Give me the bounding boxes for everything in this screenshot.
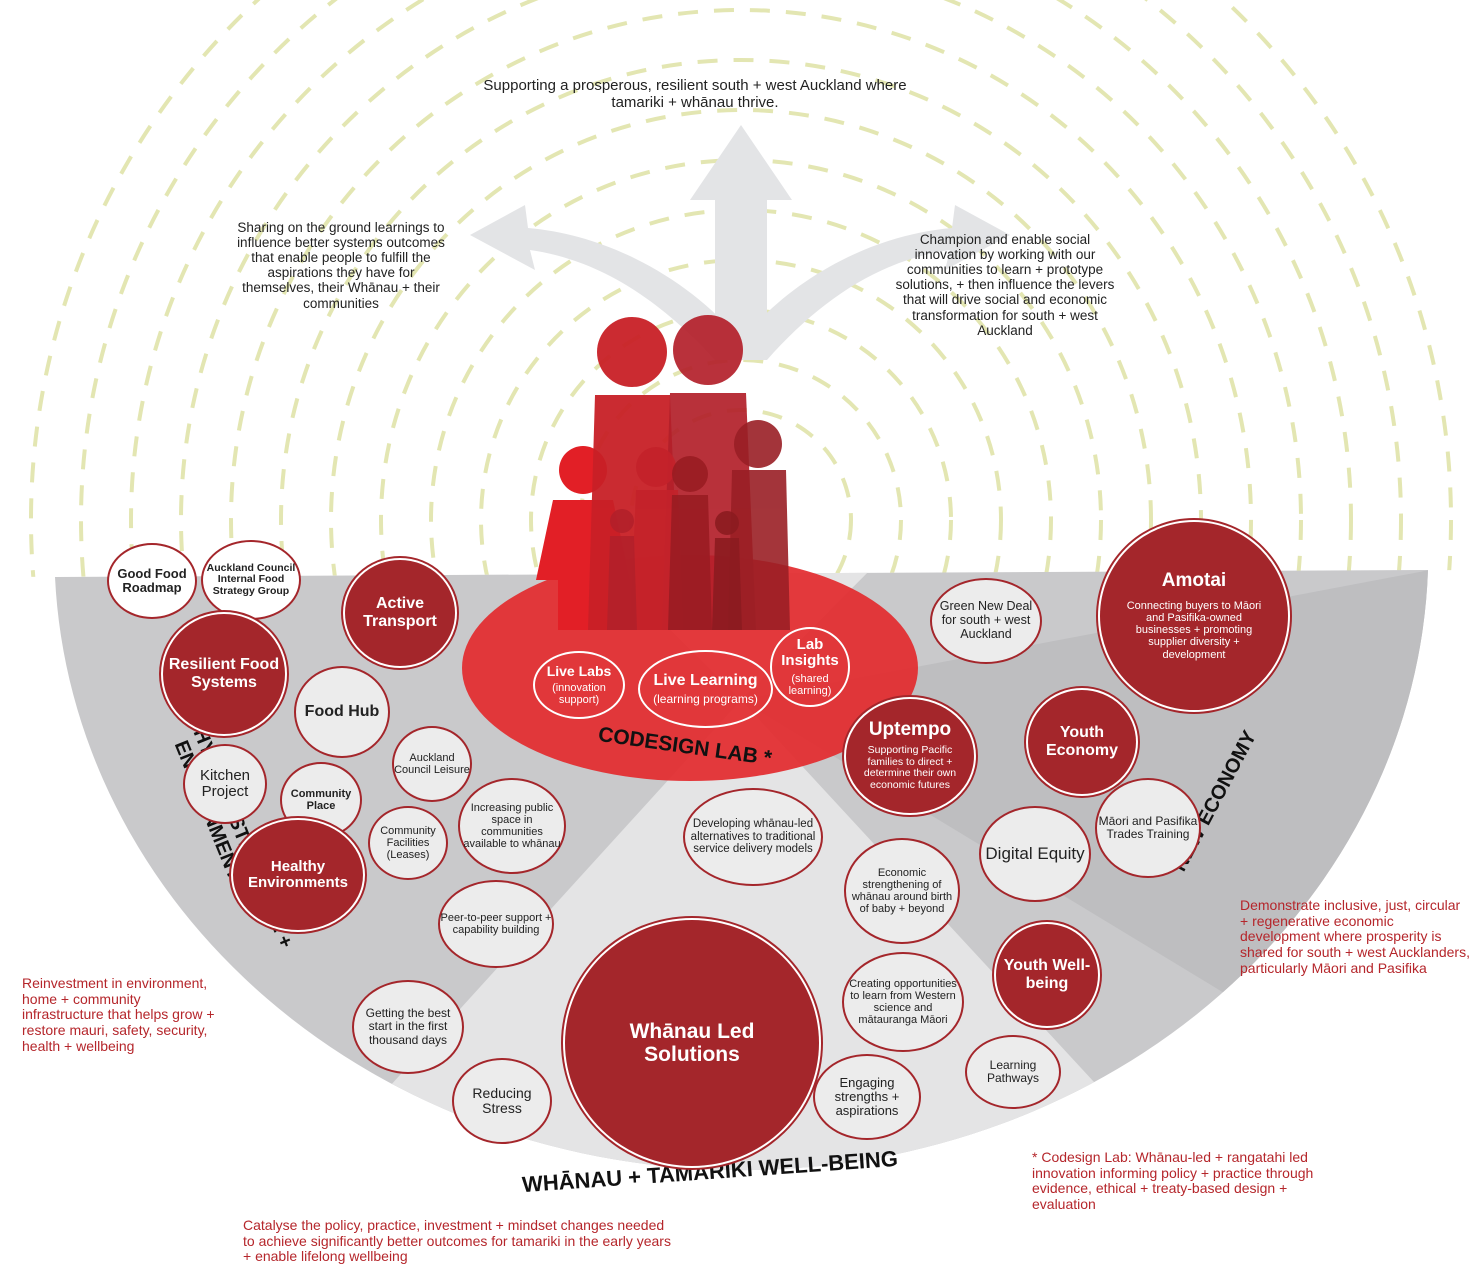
kitchen-project-circle[interactable]: Kitchen Project	[183, 744, 267, 824]
kitchen-project-label: Kitchen Project	[199, 766, 251, 800]
public-space-label: Increasing public space in communities a…	[463, 801, 561, 851]
live-labs-circle[interactable]: Live Labs (innovation support)	[533, 651, 625, 719]
ac-leisure-label: Auckland Council Leisure	[394, 751, 470, 776]
uptempo-sub: Supporting Pacific families to direct + …	[863, 744, 957, 791]
top-goal-text: Supporting a prosperous, resilient south…	[483, 77, 907, 111]
good-food-roadmap-label: Good Food Roadmap	[117, 565, 187, 595]
learning-pathways-circle[interactable]: Learning Pathways	[965, 1035, 1061, 1109]
amotai-circle[interactable]: Amotai Connecting buyers to Māori and Pa…	[1100, 522, 1288, 710]
live-learning-title: Live Learning	[653, 672, 758, 690]
live-labs-title: Live Labs	[546, 662, 612, 679]
food-hub-circle[interactable]: Food Hub	[294, 666, 390, 758]
active-transport-label: Active Transport	[363, 595, 437, 630]
digital-equity-circle[interactable]: Digital Equity	[979, 806, 1091, 902]
reducing-stress-circle[interactable]: Reducing Stress	[452, 1058, 552, 1144]
best-start-circle[interactable]: Getting the best start in the first thou…	[352, 980, 464, 1074]
peer-support-circle[interactable]: Peer-to-peer support + capability buildi…	[438, 880, 554, 968]
resilient-food-systems-label: Resilient Food Systems	[168, 656, 280, 691]
lab-insights-sub: (shared learning)	[788, 672, 832, 697]
amotai-sub: Connecting buyers to Māori and Pasifika-…	[1126, 600, 1262, 661]
youth-wellbeing-label: Youth Well-being	[1003, 957, 1091, 992]
healthy-environments-circle[interactable]: Healthy Environments	[233, 820, 363, 930]
public-space-circle[interactable]: Increasing public space in communities a…	[458, 778, 566, 874]
food-strategy-group-circle[interactable]: Auckland Council Internal Food Strategy …	[201, 540, 301, 620]
creating-opportunities-label: Creating opportunities to learn from Wes…	[849, 977, 957, 1027]
digital-equity-label: Digital Equity	[985, 843, 1085, 863]
whanau-led-solutions-circle[interactable]: Whānau Led Solutions	[565, 920, 819, 1166]
left-goal-text: Sharing on the ground learnings to influ…	[237, 220, 445, 311]
active-transport-circle[interactable]: Active Transport	[345, 560, 455, 666]
green-new-deal-circle[interactable]: Green New Deal for south + west Auckland	[930, 578, 1042, 664]
youth-economy-label: Youth Economy	[1045, 724, 1118, 759]
good-food-roadmap-circle[interactable]: Good Food Roadmap	[107, 543, 197, 619]
uptempo-circle[interactable]: Uptempo Supporting Pacific families to d…	[846, 699, 974, 813]
catalyse-note: Catalyse the policy, practice, investmen…	[243, 1217, 671, 1265]
learning-pathways-label: Learning Pathways	[986, 1057, 1040, 1085]
food-hub-label: Food Hub	[304, 703, 380, 721]
amotai-title: Amotai	[1161, 570, 1227, 592]
youth-economy-circle[interactable]: Youth Economy	[1028, 690, 1136, 794]
lab-insights-title: Lab Insights	[781, 635, 839, 670]
reinvestment-note: Reinvestment in environment, home + comm…	[22, 975, 215, 1054]
live-labs-sub: (innovation support)	[552, 682, 606, 707]
resilient-food-systems-circle[interactable]: Resilient Food Systems	[163, 614, 285, 734]
youth-wellbeing-circle[interactable]: Youth Well-being	[996, 924, 1098, 1026]
ac-leisure-circle[interactable]: Auckland Council Leisure	[392, 726, 472, 802]
developing-alternatives-label: Developing whānau-led alternatives to tr…	[690, 818, 816, 856]
live-learning-circle[interactable]: Live Learning (learning programs)	[638, 650, 773, 728]
best-start-label: Getting the best start in the first thou…	[365, 1006, 451, 1047]
maori-trades-label: Māori and Pasifika Trades Training	[1098, 813, 1198, 841]
uptempo-title: Uptempo	[868, 719, 952, 741]
peer-support-label: Peer-to-peer support + capability buildi…	[440, 911, 552, 936]
maori-trades-circle[interactable]: Māori and Pasifika Trades Training	[1095, 778, 1201, 878]
reducing-stress-label: Reducing Stress	[472, 1084, 532, 1116]
healthy-environments-label: Healthy Environments	[247, 857, 349, 891]
live-learning-sub: (learning programs)	[653, 691, 758, 706]
economic-strengthening-label: Economic strengthening of whānau around …	[851, 866, 953, 916]
codesign-footnote: * Codesign Lab: Whānau-led + rangatahi l…	[1032, 1149, 1314, 1213]
demonstrate-note: Demonstrate inclusive, just, circular + …	[1240, 897, 1470, 976]
community-facilities-label: Community Facilities (Leases)	[380, 824, 436, 862]
green-new-deal-label: Green New Deal for south + west Auckland	[939, 599, 1033, 641]
engaging-strengths-circle[interactable]: Engaging strengths + aspirations	[813, 1054, 921, 1140]
arrows	[470, 125, 1010, 360]
developing-alternatives-circle[interactable]: Developing whānau-led alternatives to tr…	[683, 788, 823, 886]
whanau-led-solutions-label: Whānau Led Solutions	[629, 1019, 755, 1066]
right-goal-text: Champion and enable social innovation by…	[895, 232, 1115, 338]
economic-strengthening-circle[interactable]: Economic strengthening of whānau around …	[844, 838, 960, 944]
family-figures-icon	[536, 315, 790, 630]
creating-opportunities-circle[interactable]: Creating opportunities to learn from Wes…	[842, 952, 964, 1052]
community-facilities-circle[interactable]: Community Facilities (Leases)	[368, 806, 448, 880]
community-place-label: Community Place	[290, 787, 352, 812]
engaging-strengths-label: Engaging strengths + aspirations	[834, 1074, 900, 1119]
food-strategy-group-label: Auckland Council Internal Food Strategy …	[206, 561, 296, 597]
lab-insights-circle[interactable]: Lab Insights (shared learning)	[770, 627, 850, 707]
